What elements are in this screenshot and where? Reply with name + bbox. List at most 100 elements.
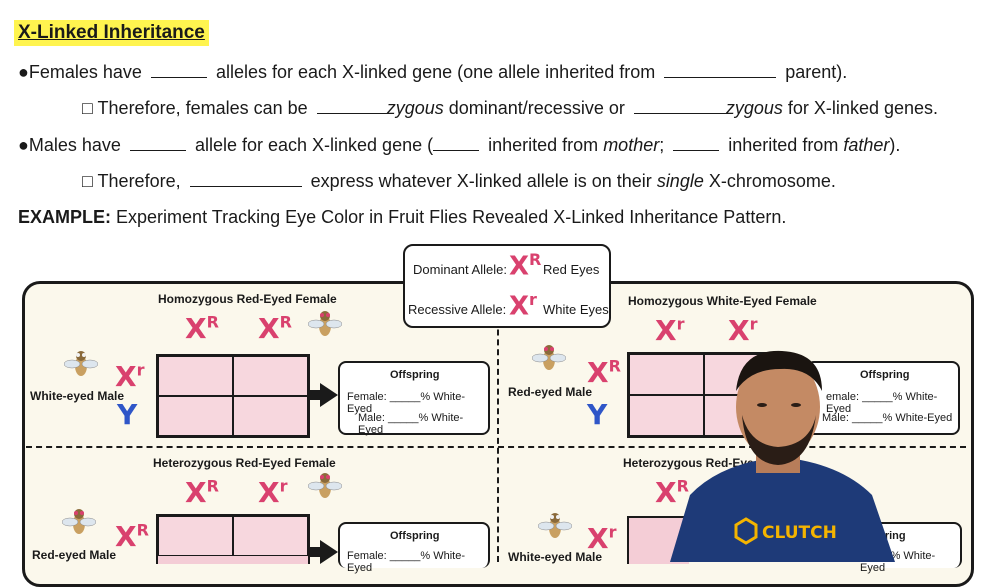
bullet-1-text-a: ●Females have bbox=[18, 62, 142, 82]
answer-blank bbox=[433, 136, 480, 151]
allele-legend: Dominant Allele: XR Red Eyes Recessive A… bbox=[403, 244, 611, 328]
answer-blank bbox=[633, 99, 726, 114]
bullet-males: ●Males have allele for each X-linked gen… bbox=[18, 135, 900, 156]
punnett-square bbox=[156, 354, 310, 438]
allele-sup: r bbox=[749, 314, 758, 334]
q2-female-caption: Homozygous White-Eyed Female bbox=[628, 294, 817, 308]
offspring-female: emale: _____% White-Eyed bbox=[826, 391, 938, 415]
offspring-title: Offspring bbox=[860, 369, 910, 381]
allele-sup: r bbox=[608, 522, 617, 542]
allele-x: X bbox=[587, 356, 609, 389]
offspring-box: Offspring emale: _____% White-Eyed Male:… bbox=[806, 361, 960, 435]
punnett-cell bbox=[233, 516, 308, 556]
bullet-2-text-c: dominant/recessive or bbox=[448, 98, 625, 118]
offspring-box: Offspring Female: _____% White-Eyed Male… bbox=[338, 361, 490, 436]
q2-male-allele-x: XR bbox=[587, 356, 621, 389]
bullet-4-text-d: X-chromosome. bbox=[708, 171, 836, 191]
q4-male-allele-x: Xr bbox=[587, 522, 616, 555]
dominant-allele-desc: Red Eyes bbox=[543, 262, 600, 277]
page-title: X-Linked Inheritance bbox=[14, 20, 209, 46]
offspring-box: Offspring Female: _____% White-Eyed bbox=[338, 522, 490, 574]
allele-x: X bbox=[655, 314, 677, 347]
bullet-3-text-a: ●Males have bbox=[18, 135, 121, 155]
bullet-females: ●Females have alleles for each X-linked … bbox=[18, 62, 847, 83]
offspring-title: Offspring bbox=[390, 369, 440, 381]
bullet-4-text-b: express whatever X-linked allele is on t… bbox=[310, 171, 652, 191]
sub-bullet-females: □ Therefore, females can be zygous domin… bbox=[82, 98, 938, 119]
bullet-3-mother: mother bbox=[603, 135, 660, 155]
allele-sup: r bbox=[136, 360, 145, 380]
allele-sup: R bbox=[279, 312, 292, 332]
q3-female-allele-2: Xr bbox=[258, 476, 287, 509]
q3-male-allele-x: XR bbox=[115, 520, 149, 553]
answer-blank bbox=[189, 172, 302, 187]
answer-blank bbox=[316, 99, 387, 114]
allele-sup: R bbox=[206, 312, 219, 332]
offspring-female: Female: _____% White-Eyed bbox=[347, 391, 465, 415]
fruit-fly-icon bbox=[308, 311, 342, 336]
answer-blank bbox=[150, 63, 207, 78]
q1-male-caption: White-eyed Male bbox=[30, 389, 125, 403]
recessive-allele-sup: r bbox=[529, 290, 537, 309]
bullet-2-zygous-1: zygous bbox=[386, 98, 444, 118]
q2-female-allele-2: Xr bbox=[728, 314, 757, 347]
allele-sup: R bbox=[206, 476, 219, 496]
bullet-3-close: ). bbox=[889, 135, 901, 155]
example-line: EXAMPLE: Experiment Tracking Eye Color i… bbox=[18, 207, 786, 228]
arrow-bar bbox=[308, 547, 322, 557]
allele-x: X bbox=[115, 520, 137, 553]
allele-x: X bbox=[728, 314, 750, 347]
arrow-right-icon bbox=[320, 540, 338, 564]
punnett-cell bbox=[158, 356, 233, 396]
allele-x: X bbox=[258, 476, 280, 509]
offspring-male: Male: _____% White-Eyed bbox=[358, 412, 464, 436]
answer-blank bbox=[664, 63, 777, 78]
example-label: EXAMPLE: bbox=[18, 207, 112, 227]
dominant-allele-label: Dominant Allele: bbox=[413, 262, 507, 277]
bullet-3-text-b: allele for each X-linked gene ( bbox=[194, 135, 434, 155]
allele-x: X bbox=[185, 476, 207, 509]
offspring-female: Female: _____% White-Eyed bbox=[347, 550, 465, 574]
q1-female-allele-1: XR bbox=[185, 312, 219, 345]
bullet-2-text-e: for X-linked genes. bbox=[787, 98, 939, 118]
allele-x: X bbox=[185, 312, 207, 345]
punnett-square bbox=[156, 514, 310, 564]
q1-male-allele-x: Xr bbox=[115, 360, 144, 393]
bullet-1-text-c: parent). bbox=[785, 62, 848, 82]
bullet-3-father: father bbox=[843, 135, 890, 155]
fruit-fly-icon bbox=[538, 513, 572, 538]
q4-female-caption: Heterozygous Red-Eye bbox=[623, 456, 754, 470]
bullet-1-text-b: alleles for each X-linked gene (one alle… bbox=[215, 62, 656, 82]
panel-divider-vertical bbox=[497, 300, 499, 562]
answer-blank bbox=[673, 136, 720, 151]
punnett-cell bbox=[158, 516, 233, 556]
presenter-video: CLUTCH bbox=[670, 350, 895, 562]
q2-female-allele-1: Xr bbox=[655, 314, 684, 347]
offspring-title: Offspring bbox=[390, 530, 440, 542]
q1-female-allele-2: XR bbox=[258, 312, 292, 345]
allele-x: X bbox=[258, 312, 280, 345]
q3-female-allele-1: XR bbox=[185, 476, 219, 509]
bullet-2-zygous-2: zygous bbox=[725, 98, 783, 118]
allele-x: X bbox=[587, 522, 609, 555]
clutch-logo-text: CLUTCH bbox=[762, 523, 837, 543]
dominant-allele-sup: R bbox=[529, 250, 542, 269]
allele-x: X bbox=[115, 360, 137, 393]
allele-x: X bbox=[655, 476, 677, 509]
q4-male-caption: White-eyed Male bbox=[508, 550, 603, 564]
punnett-cell bbox=[629, 395, 704, 436]
q4-female-allele-1: XR bbox=[655, 476, 689, 509]
punnett-cell bbox=[629, 354, 704, 395]
punnett-cell bbox=[158, 396, 233, 436]
q3-male-caption: Red-eyed Male bbox=[32, 548, 117, 562]
dominant-allele-x: X bbox=[509, 251, 530, 282]
fruit-fly-icon bbox=[64, 351, 98, 376]
bullet-4-single: single bbox=[656, 171, 704, 191]
example-text: Experiment Tracking Eye Color in Fruit F… bbox=[116, 207, 787, 227]
bullet-3-text-c: inherited from bbox=[488, 135, 599, 155]
answer-blank bbox=[129, 136, 186, 151]
punnett-cell bbox=[233, 356, 308, 396]
sub-bullet-males: □ Therefore, express whatever X-linked a… bbox=[82, 171, 836, 192]
fruit-fly-icon bbox=[532, 345, 566, 370]
allele-sup: r bbox=[279, 476, 288, 496]
